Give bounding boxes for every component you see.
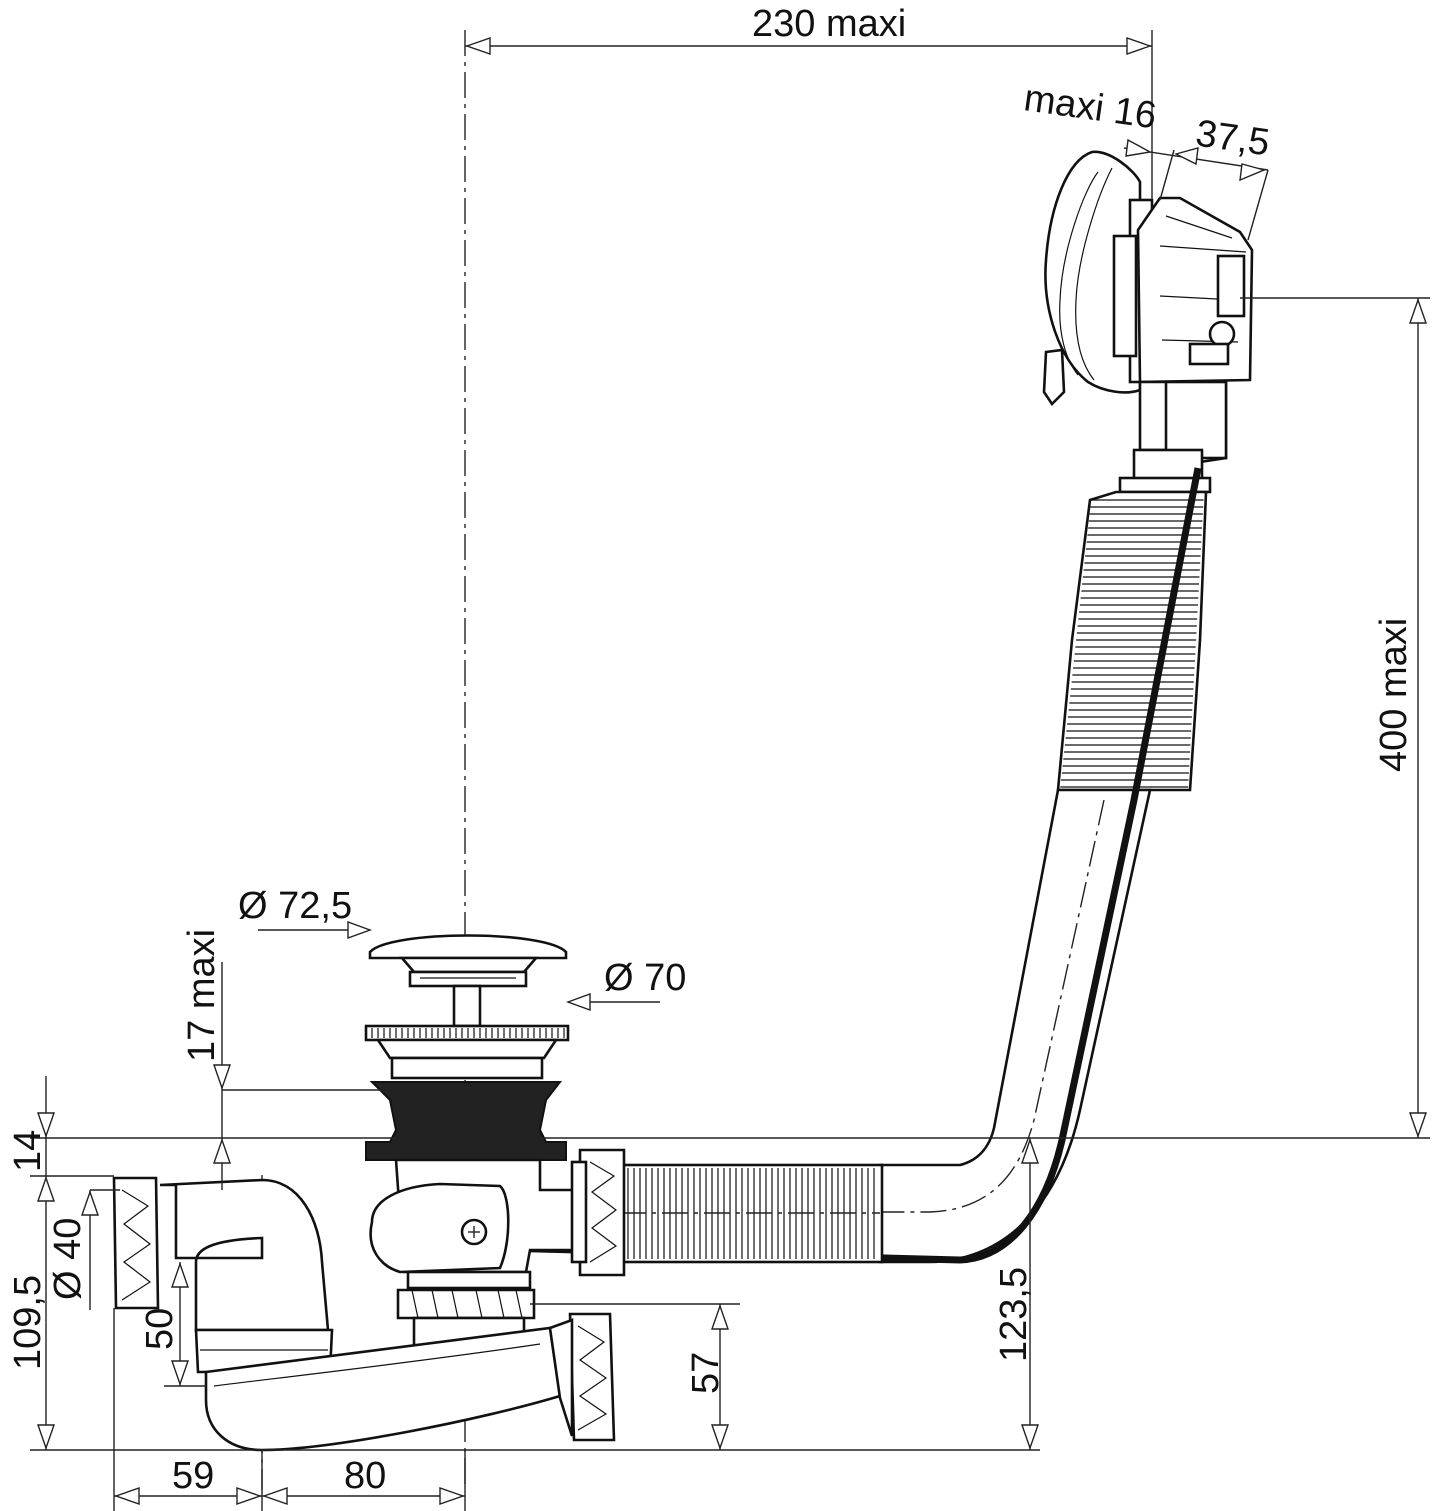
label-waste-height: 57 <box>685 1352 727 1394</box>
label-water-seal: 50 <box>139 1308 181 1350</box>
label-overflow-reach: 230 maxi <box>752 3 906 45</box>
label-plug-diameter: Ø 72,5 <box>238 885 352 927</box>
label-overflow-plate-gap: maxi 16 <box>1021 77 1159 137</box>
drain-assembly <box>364 934 626 1376</box>
dimension-labels: 230 maxi maxi 16 37,5 400 maxi Ø 72,5 Ø … <box>7 3 1415 1497</box>
label-overflow-depth: 37,5 <box>1193 113 1272 165</box>
label-overflow-pipe-height: 123,5 <box>993 1267 1035 1362</box>
label-trap-width: 59 <box>172 1455 214 1497</box>
label-flange-height: 14 <box>7 1130 49 1172</box>
label-outlet-pipe-diameter: Ø 40 <box>47 1218 89 1300</box>
label-trap-height: 109,5 <box>7 1275 49 1370</box>
label-outlet-offset: 80 <box>344 1455 386 1497</box>
overflow-flexible-hose <box>499 467 1208 1264</box>
label-outlet-diameter: Ø 70 <box>604 957 686 999</box>
arrowheads <box>37 37 1427 1505</box>
label-bath-thickness: 17 maxi <box>181 929 223 1062</box>
trap-assembly <box>112 1176 616 1452</box>
horizontal-flexible-hose <box>618 1163 884 1264</box>
overflow-head <box>1042 150 1254 494</box>
label-overflow-height: 400 maxi <box>1373 618 1415 772</box>
